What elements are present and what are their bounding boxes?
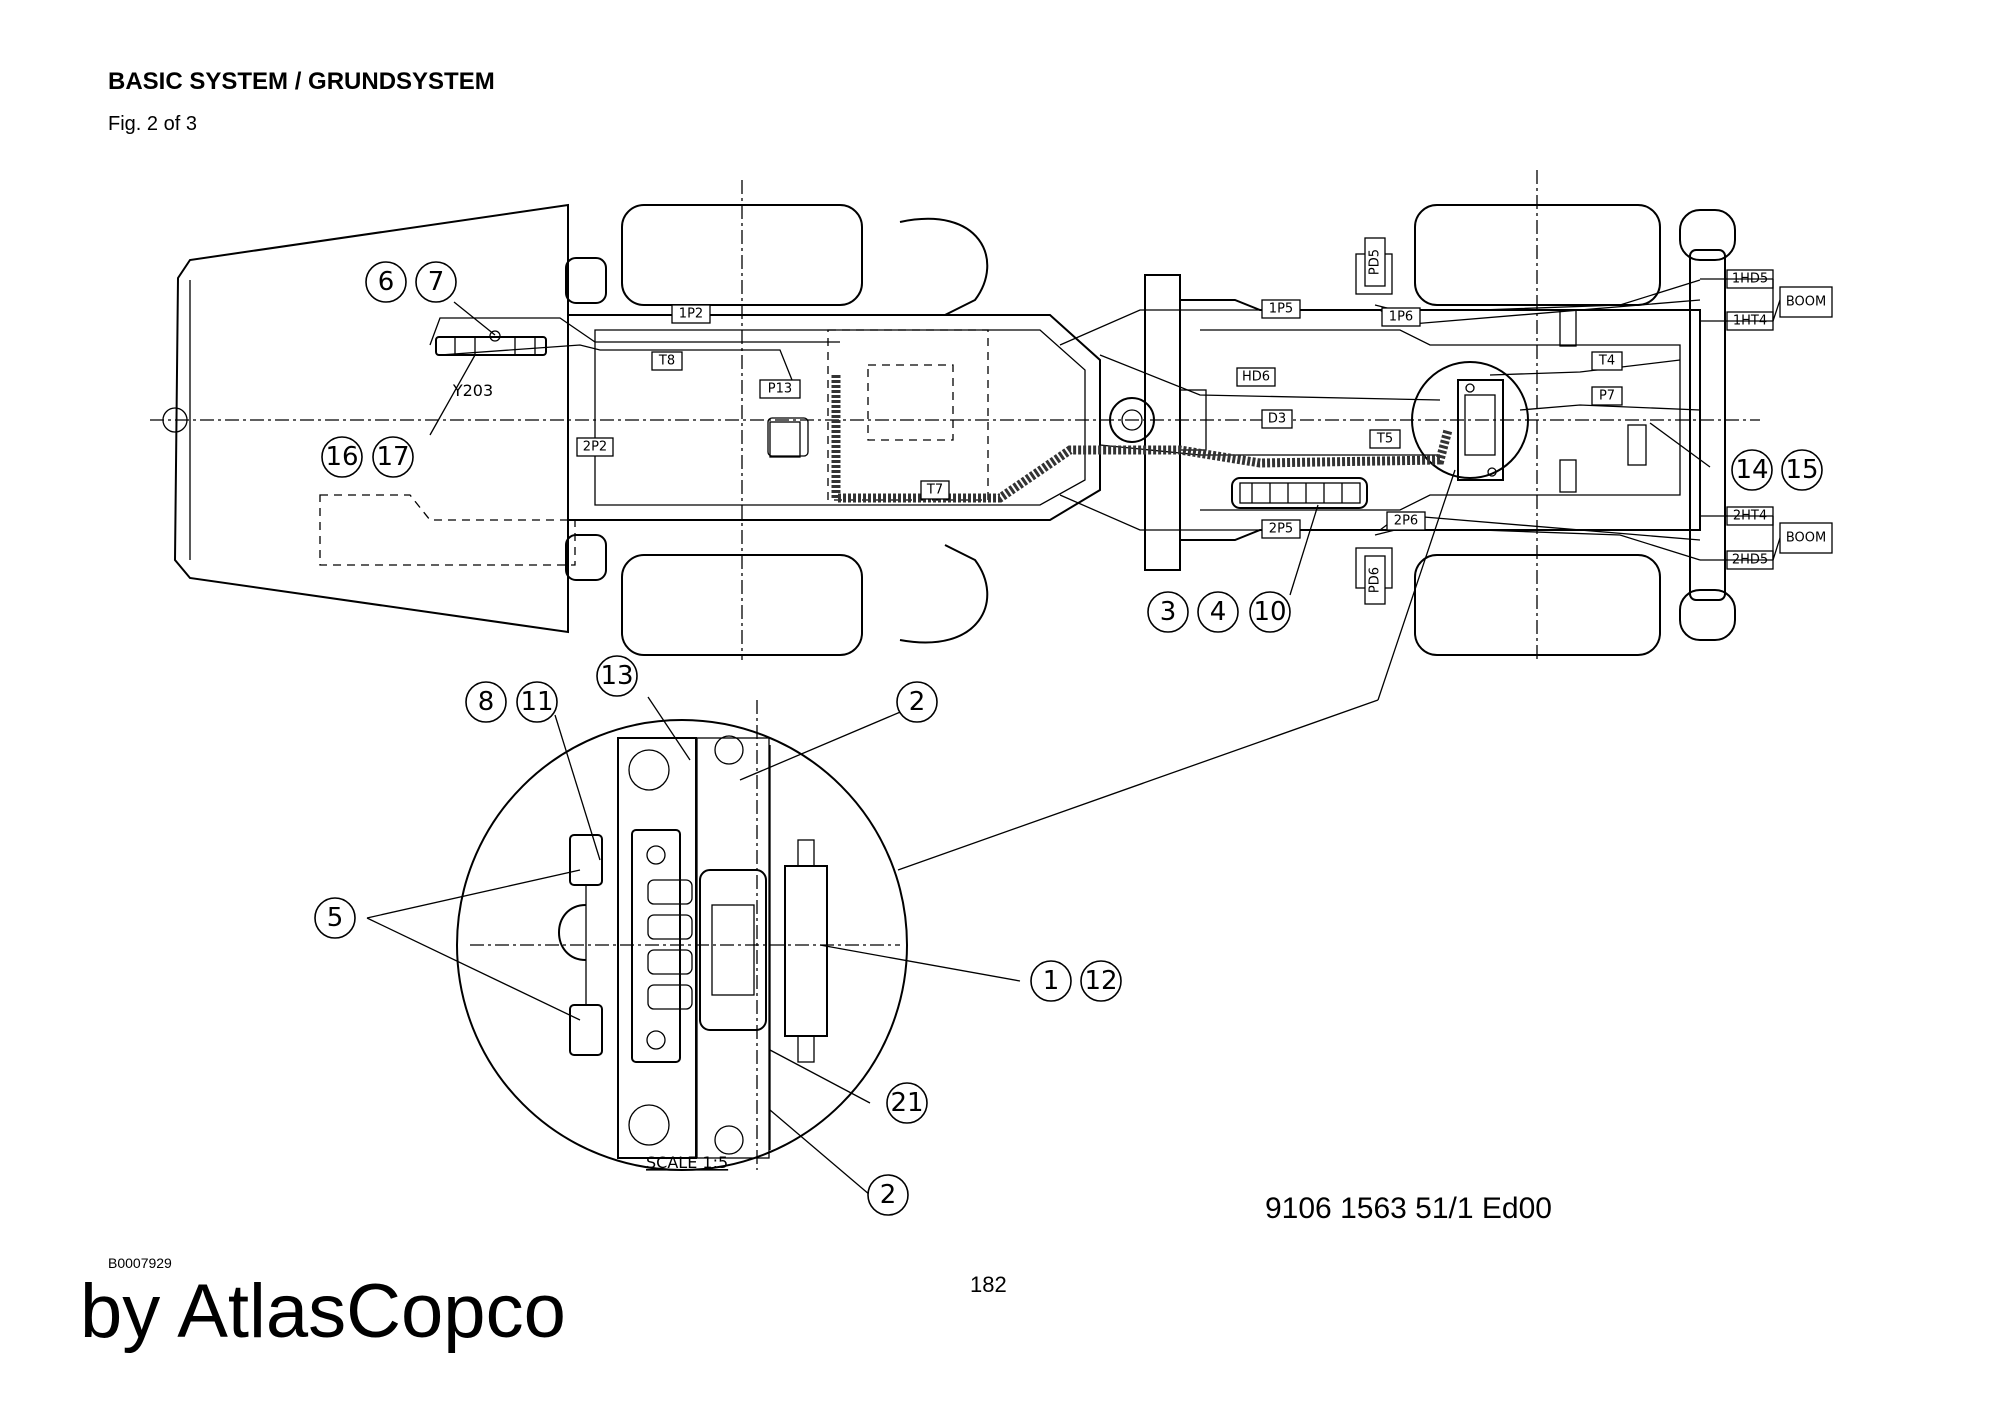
tire-front-right [621,554,863,656]
svg-text:15: 15 [1785,455,1818,485]
balloon: 21 [886,1082,928,1124]
hose-label: D3 [1268,412,1286,427]
image-code: B0007929 [108,1255,172,1271]
balloon: 4 [1197,591,1239,633]
svg-text:4: 4 [1210,597,1227,627]
svg-text:3: 3 [1160,597,1177,627]
balloon: 5 [314,897,356,939]
svg-text:1: 1 [1043,966,1060,996]
engine-hood [162,203,607,634]
page-number: 182 [970,1272,1007,1297]
articulation-joint [1109,274,1207,571]
hose-label: T8 [658,354,675,369]
svg-text:11: 11 [520,687,553,717]
item-balloons: 6 7 16 17 3 4 10 14 15 8 11 13 2 5 1 12 … [314,261,1823,1216]
balloon: 11 [516,681,558,723]
balloon: 15 [1781,449,1823,491]
brand-footer: by AtlasCopco [80,1269,566,1354]
hose-label: 1P5 [1269,302,1293,317]
svg-text:7: 7 [428,267,445,297]
hose-label: T7 [926,483,943,498]
balloon: 12 [1080,960,1122,1002]
leader-lines [366,301,1711,1196]
valve-label-y203: Y203 [452,381,493,400]
tire-front-left [621,204,863,306]
hose-label: T4 [1598,354,1615,369]
boom-leader-lower [1700,515,1781,561]
hose-label: 2P6 [1394,514,1418,529]
svg-text:6: 6 [378,267,395,297]
svg-text:17: 17 [376,442,409,472]
filter-unit [1231,477,1368,509]
pressure-port-labels: PD5 PD6 [1364,237,1386,605]
balloon: 10 [1249,591,1291,633]
document-number: 9106 1563 51/1 Ed00 [1265,1192,1552,1225]
detail-scale: SCALE 1:5 [646,1153,728,1172]
port-label-pd6: PD6 [1368,567,1383,593]
tire-rear-right [1414,554,1661,656]
manifold-valve-block [1457,379,1504,481]
tire-rear-left [1414,204,1661,306]
balloon: 13 [596,655,638,697]
boom-leader-upper [1700,278,1781,322]
hose-2p6 [1374,529,1701,561]
balloon: 1 [1030,960,1072,1002]
hose-t8 [439,344,793,381]
svg-text:12: 12 [1084,966,1117,996]
svg-text:2: 2 [880,1180,897,1210]
svg-text:10: 10 [1253,597,1286,627]
hose-label: 1P6 [1389,310,1413,325]
svg-text:13: 13 [600,661,633,691]
detail-view-circle [456,719,908,1171]
svg-text:2: 2 [909,687,926,717]
svg-text:8: 8 [478,687,495,717]
hose-label: P13 [768,382,792,397]
hose-label: P7 [1599,389,1615,404]
balloon: 2 [896,681,938,723]
balloon: 14 [1731,449,1773,491]
solenoid-valve-y203 [435,330,547,356]
port-label-pd5: PD5 [1368,249,1383,275]
svg-text:21: 21 [890,1088,923,1118]
figure-caption: Fig. 2 of 3 [108,113,197,135]
hose-label: 1P2 [679,307,703,322]
fitting-p13 [767,417,809,457]
steering-arm-upper [899,217,989,316]
balloon: 2 [867,1174,909,1216]
hose-label: 2P2 [583,440,607,455]
boom-mount [1679,209,1736,641]
balloon: 7 [415,261,457,303]
balloon: 16 [321,436,363,478]
balloon: 6 [365,261,407,303]
rear-frame [1180,299,1701,541]
steering-arm-lower [899,544,989,644]
hose-label: T5 [1376,432,1393,447]
hose-p7 [1519,404,1701,411]
balloon: 8 [465,681,507,723]
hose-t4 [1489,359,1681,376]
hose-label: HD6 [1242,370,1270,385]
svg-text:16: 16 [325,442,358,472]
hose-label: 2P5 [1269,522,1293,537]
page-title: BASIC SYSTEM / GRUNDSYSTEM [108,68,495,95]
boom-connection-labels: BOOM BOOM [1779,286,1833,554]
svg-text:5: 5 [327,903,344,933]
svg-text:14: 14 [1735,455,1768,485]
hose-1p5 [1059,299,1701,346]
hose-2p5 [1059,494,1701,541]
hose-hd6 [1099,354,1441,401]
balloon: 17 [372,436,414,478]
boom-label-lower: BOOM [1786,531,1826,546]
main-hose-bundle [831,375,1453,503]
boom-label-upper: BOOM [1786,295,1826,310]
hose-1p2 [429,317,840,346]
balloon: 3 [1147,591,1189,633]
